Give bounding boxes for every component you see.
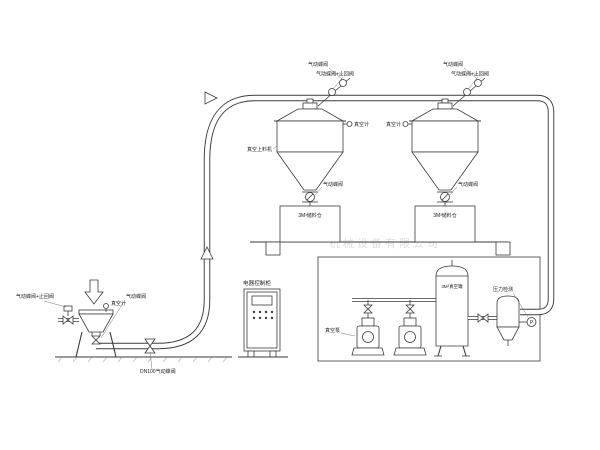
feeder-gauge-label: 真空计 xyxy=(111,300,126,307)
receiver-dome xyxy=(275,108,345,122)
buffer-tank-label: 3M³真空罐 xyxy=(441,283,463,290)
storage-bin xyxy=(414,205,476,243)
storage-bin-label: 3M³储料仓 xyxy=(298,212,322,219)
storage-bin-label: 3M³储料仓 xyxy=(433,212,457,219)
vacuum-gauge-icon xyxy=(346,121,353,127)
feeder-valve-label: 气动蝶阀 xyxy=(126,293,146,300)
pressure-label: 压力检测 xyxy=(493,286,513,293)
discharge-valve-label: 气动蝶阀 xyxy=(323,181,343,188)
vacuum-pump-2 xyxy=(393,300,427,356)
feeder-combo-valve-label: 气动蝶阀+止回阀 xyxy=(16,293,54,300)
platform-column-left xyxy=(265,241,281,256)
receiver-cone xyxy=(411,151,479,191)
feeder-hopper xyxy=(78,313,114,333)
discharge-valve-label: 气动蝶阀 xyxy=(458,181,478,188)
cabinet-body xyxy=(243,288,281,352)
vacuum-receiver-2: 3M³储料仓 真空计 气动蝶阀 气动蝶阀+止回阀 气动蝶阀 xyxy=(386,61,489,243)
vacuum-gauge-icon xyxy=(402,121,409,127)
platform-column-right xyxy=(495,241,511,256)
vacuum-receiver-1: 3M³储料仓 真空计 气动蝶阀 气动蝶阀+止回阀 气动蝶阀 xyxy=(274,61,369,243)
pressure-instrument-tag: P xyxy=(530,320,534,326)
dn100-valve-icon xyxy=(144,338,156,354)
control-cabinet-label: 电器控制柜 xyxy=(243,279,271,287)
buffer-tank: 3M³真空罐 xyxy=(434,260,470,357)
top-combo-valve-label: 气动蝶阀+止回阀 xyxy=(316,71,354,78)
feeder-inlet-valve-icon xyxy=(62,305,74,325)
top-valve-icon xyxy=(463,88,471,96)
receiver-dome xyxy=(410,108,480,122)
cabinet-display xyxy=(251,295,273,306)
receiver-body xyxy=(276,120,344,153)
receiver-cap xyxy=(306,98,314,104)
storage-bin xyxy=(279,205,341,243)
top-valve-label: 气动蝶阀 xyxy=(308,61,328,68)
flow-up-arrow-icon xyxy=(200,246,214,260)
watermark-text: 机械设备有限公司 xyxy=(329,236,441,250)
top-combo-valve-icon xyxy=(339,79,347,87)
feeder-discharge-valve-icon xyxy=(91,335,101,345)
top-valve-icon xyxy=(328,88,336,96)
vacuum-gauge-label: 真空计 xyxy=(354,121,369,128)
receiver-unit-note: 真空上料机 xyxy=(247,146,272,153)
top-combo-valve-label: 气动蝶阀+止回阀 xyxy=(451,71,489,78)
flow-right-arrow-icon xyxy=(204,91,218,105)
ground-line xyxy=(55,356,232,363)
feeder-rim xyxy=(78,309,114,315)
feeder-gauge-icon xyxy=(103,303,109,309)
receiver-body xyxy=(411,120,479,153)
feeder-station: 气动蝶阀+止回阀 真空计 气动蝶阀 xyxy=(16,279,146,358)
vacuum-gauge-label: 真空计 xyxy=(386,121,401,128)
control-cabinet: 电器控制柜 xyxy=(238,279,288,358)
dn100-valve-label: DN100气动蝶阀 xyxy=(140,368,176,375)
filter-separator: P 压力检测 xyxy=(493,286,537,346)
receiver-cap xyxy=(441,98,449,104)
vacuum-pump-label: 真空泵 xyxy=(325,327,340,334)
pump-room: 真空泵 3M³真空罐 P 压力检测 xyxy=(325,260,537,357)
main-pipe xyxy=(96,94,555,350)
top-valve-label: 气动蝶阀 xyxy=(443,61,463,68)
vacuum-pump-1 xyxy=(351,300,385,356)
top-combo-valve-icon xyxy=(474,79,482,87)
pressure-instrument-icon xyxy=(526,317,537,327)
receiver-cone xyxy=(276,151,344,191)
flow-down-arrow-icon xyxy=(84,279,104,305)
